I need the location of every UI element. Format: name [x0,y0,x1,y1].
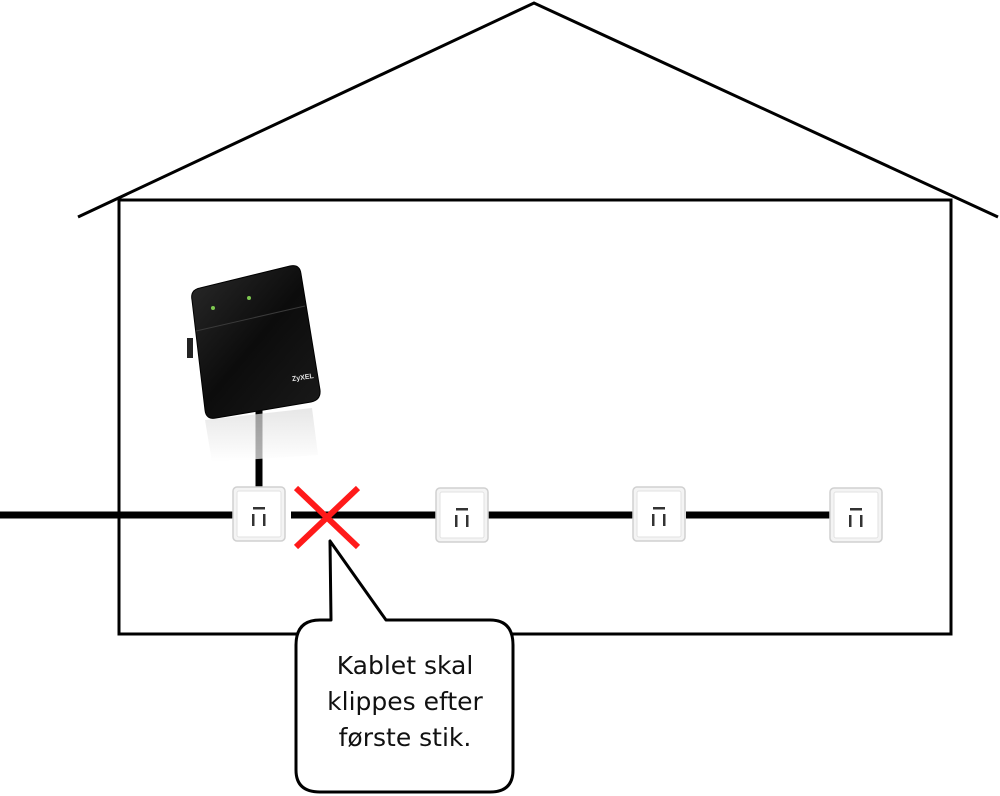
router-brand-label: ZyXEL [292,373,315,383]
callout-bubble [294,539,515,794]
callout-line-1: Kablet skal [336,651,474,680]
house-walls [117,198,953,636]
callout-line-2: klippes efter [327,687,483,716]
callout-text: Kablet skal klippes efter første stik. [298,648,512,756]
outlet-2 [435,487,489,543]
outlet-1 [232,486,286,542]
outlet-3 [632,486,686,542]
callout-line-3: første stik. [338,723,472,752]
house-roof [77,1,999,219]
cut-marker-icon [293,485,361,550]
router-icon: ZyXEL [187,265,321,462]
outlet-4 [829,487,883,543]
